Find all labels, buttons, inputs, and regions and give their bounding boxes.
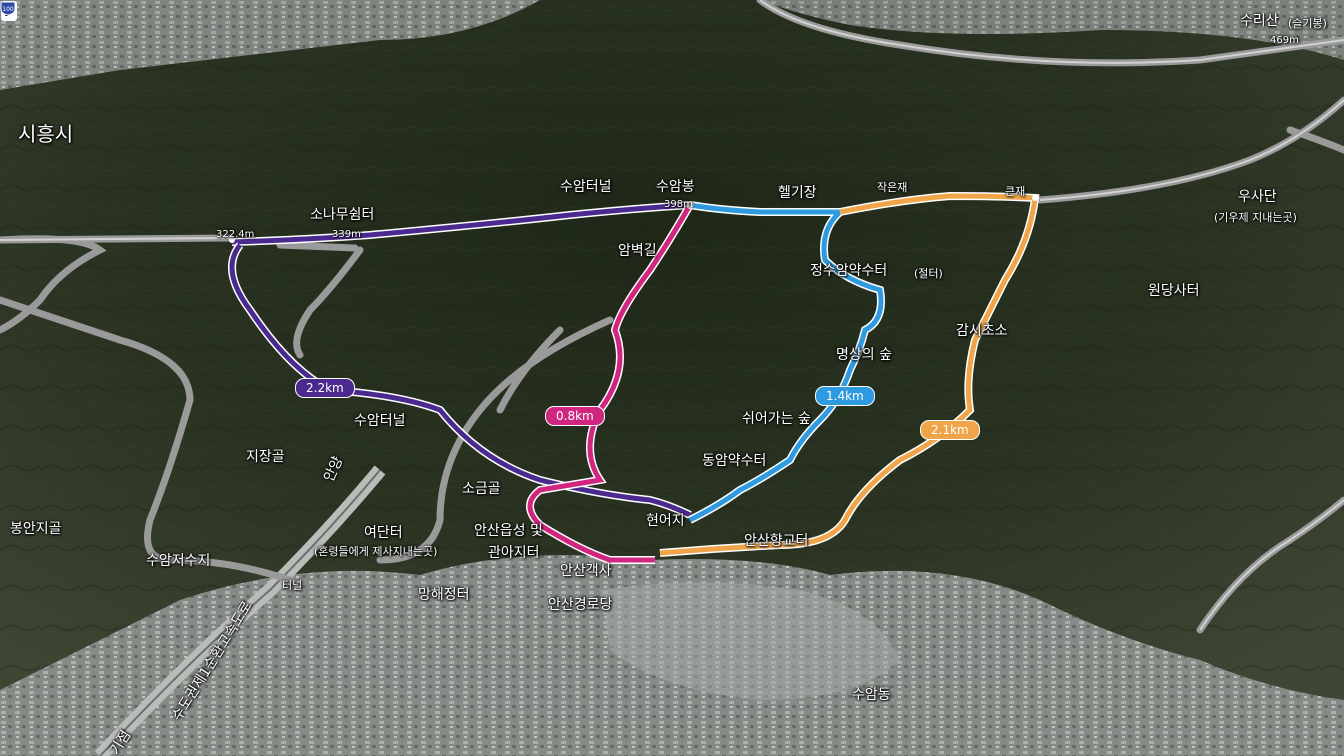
label-myeongsang: 명상의 숲 (836, 347, 892, 363)
label-jeongsu-sub: (절터) (914, 267, 943, 280)
label-bongan: 봉안지골 (10, 521, 62, 537)
distance-magenta: 0.8km (545, 406, 605, 426)
urban-area-northeast (760, 0, 1344, 60)
label-wusadan: 우사단 (1238, 189, 1277, 205)
label-yeodan-sub: (혼령들에게 제사지내는곳) (314, 545, 438, 558)
label-swieo: 쉬어가는 숲 (742, 411, 811, 427)
label-suam-tunnel-top: 수암터널 (560, 179, 612, 195)
urban-area-north (0, 0, 540, 90)
label-manghae: 망해정터 (418, 587, 470, 603)
summit-marker (686, 201, 694, 209)
label-gamsi: 감시초소 (956, 323, 1008, 339)
label-jeongsu: 정수암약수터 (810, 263, 888, 279)
magenta-trail[interactable] (526, 203, 694, 564)
label-surisan-sub: (슬기봉) (1288, 17, 1327, 30)
label-suam-tunnel-mid: 수암터널 (354, 413, 406, 429)
label-siheung: 시흥시 (18, 122, 74, 146)
label-suamjeosuji: 수암저수지 (146, 553, 211, 569)
purple-trail[interactable] (228, 201, 692, 519)
label-heli: 헬기장 (778, 185, 817, 201)
label-sogeum: 소금골 (462, 481, 501, 497)
label-tunnel-small: 터널 (282, 579, 303, 592)
label-ambyeokgil: 암벽길 (618, 243, 657, 259)
label-peak-3224: 322.4m (216, 229, 255, 240)
label-sonamu: 소나무쉼터 (310, 207, 375, 223)
distance-purple: 2.2km (295, 378, 355, 398)
label-suamdong: 수암동 (852, 687, 891, 703)
label-surisan: 수리산 (1240, 13, 1279, 29)
label-wondang: 원당사터 (1148, 283, 1200, 299)
label-gwana: 관아지터 (488, 545, 540, 561)
label-ansan-gyeongro: 안산경로당 (548, 597, 613, 613)
label-hyeoneoji: 현어지 (646, 513, 685, 529)
label-jijang: 지장골 (246, 449, 285, 465)
distance-orange: 2.1km (920, 420, 980, 440)
route-shield-icon: 100 (0, 1, 16, 16)
label-wusadan-sub: (기우제 지내는곳) (1214, 211, 1297, 224)
label-jakeunjae: 작은재 (877, 181, 908, 194)
svg-text:100: 100 (2, 6, 14, 13)
label-ansan-hyanggyo: 안산향교터 (744, 533, 809, 549)
label-yeodan: 여단터 (364, 525, 403, 541)
blue-trail[interactable] (688, 201, 885, 524)
label-ansan-gaeksa: 안산객사 (560, 563, 612, 579)
label-suambong-elev: 398m (664, 199, 693, 210)
label-sonamu-elev: 339m (332, 229, 361, 240)
label-ansan-eupseong: 안산읍성 및 (474, 523, 543, 539)
orange-trail[interactable] (659, 191, 1040, 557)
label-suambong: 수암봉 (656, 179, 695, 195)
label-keunjae: 큰재 (1005, 185, 1026, 198)
distance-blue: 1.4km (815, 386, 875, 406)
label-surisan-elev: 469m (1270, 35, 1299, 46)
label-dongam: 동암약수터 (702, 453, 767, 469)
